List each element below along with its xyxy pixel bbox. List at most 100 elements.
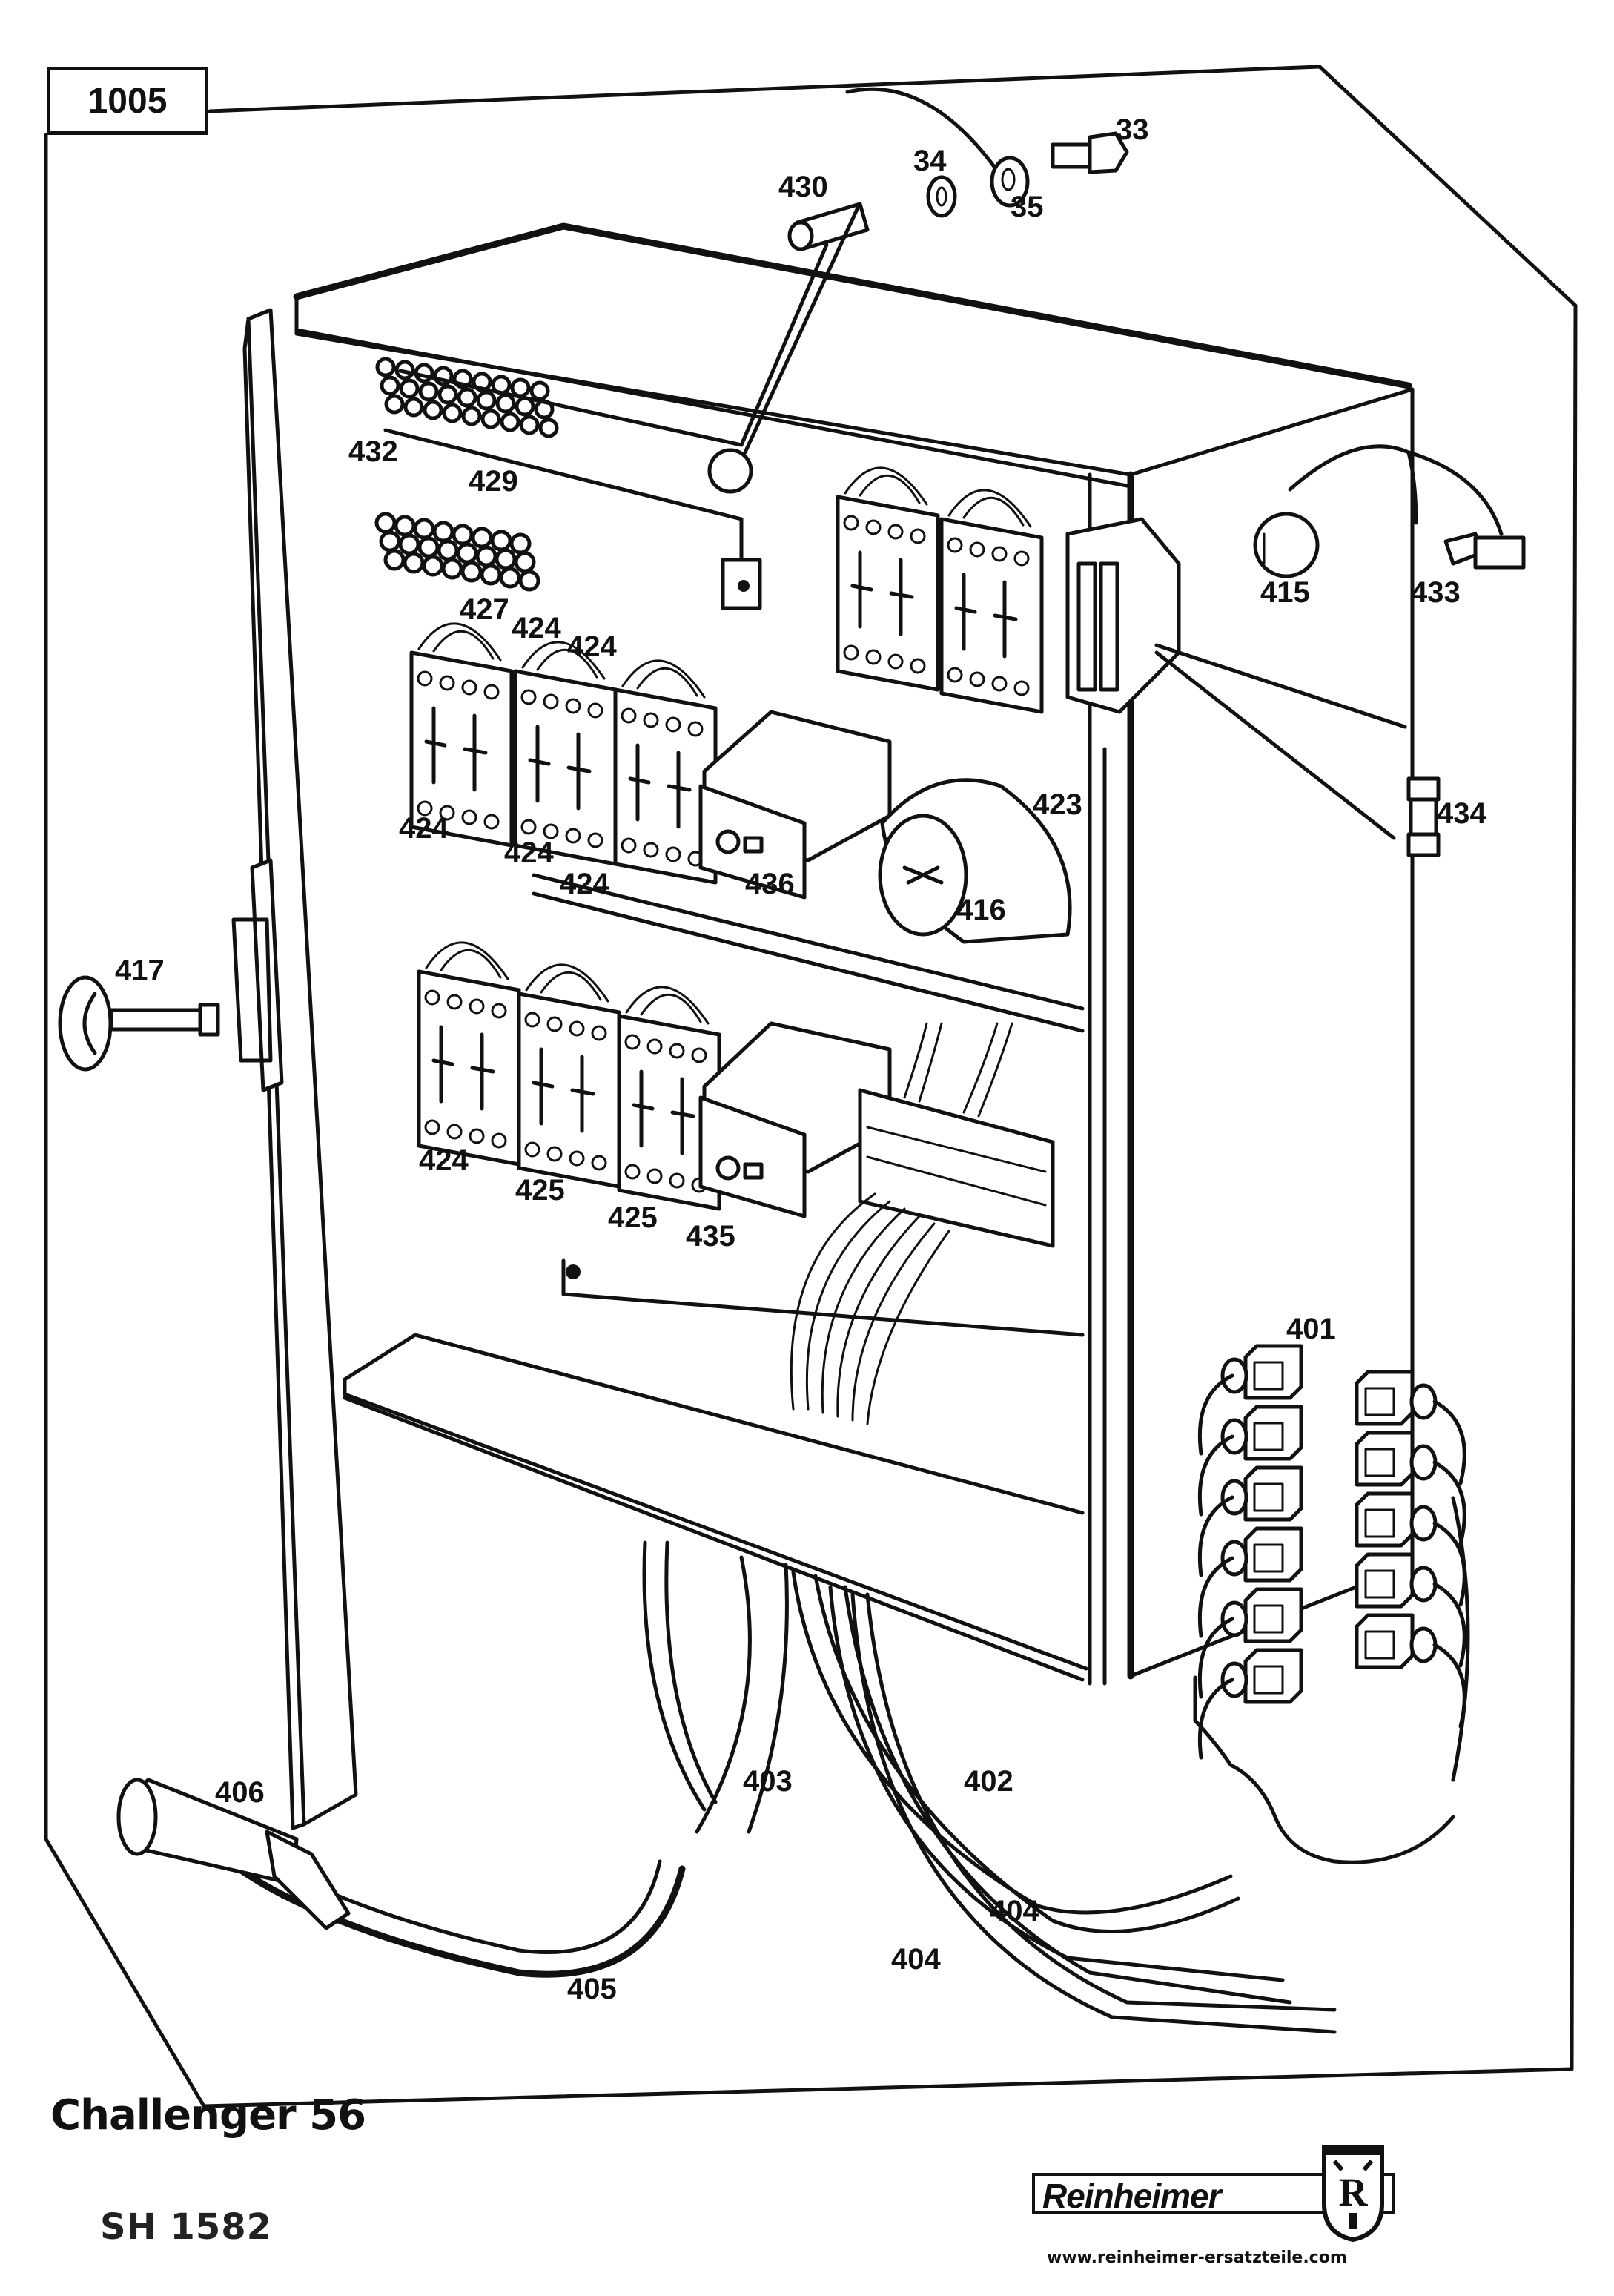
lock-washer-34 (926, 175, 957, 218)
callout-overload-relay: 435 (686, 1220, 735, 1253)
overload-relay-lower (698, 1021, 892, 1218)
contactor (513, 641, 618, 866)
terminal-screw-icon (499, 567, 521, 589)
callout-switch-module: 427 (460, 593, 509, 626)
contactor (613, 659, 718, 885)
terminal-screw-icon (519, 415, 540, 435)
terminal-screw-icon (471, 527, 493, 549)
callout-supply-cable: 405 (567, 1973, 617, 2005)
terminal-screw-icon (514, 551, 536, 573)
contactor (836, 466, 940, 692)
brand-logo: Reinheimer R (1032, 2145, 1410, 2243)
terminal-screw-icon (432, 521, 454, 543)
valve-plug-icon (1220, 1344, 1303, 1400)
sheet-number: 1005 (87, 81, 168, 121)
callout-contactor: 424 (399, 812, 449, 845)
callout-contactor: 424 (512, 612, 561, 644)
website-url: www.reinheimer-ersatzteile.com (1047, 2249, 1347, 2267)
callout-fuse-holder: 429 (469, 465, 518, 498)
sheet-number-box: 1005 (47, 67, 208, 135)
terminal-screw-icon (398, 533, 420, 555)
terminal-screw-icon (423, 400, 443, 420)
shield-icon: R (1322, 2145, 1384, 2243)
screw-33 (1051, 131, 1129, 174)
terminal-screw-icon (480, 409, 501, 429)
plug-cable (1197, 1556, 1234, 1638)
cable-bundle (215, 1540, 1337, 2034)
callout-screw: 33 (1116, 113, 1149, 146)
plug-cable (1197, 1678, 1234, 1760)
valve-plug-icon (1355, 1491, 1438, 1548)
ground-lead-35 (845, 87, 1030, 208)
cabinet-door (231, 308, 358, 1830)
terminal-screw-icon (413, 518, 435, 540)
terminal-screw-icon (437, 539, 459, 561)
callout-cabinet-key: 417 (115, 954, 165, 987)
callout-cable: 403 (743, 1765, 793, 1798)
terminal-screw-icon (518, 570, 540, 592)
terminal-screw-icon (383, 549, 406, 571)
contactor (417, 941, 521, 1167)
terminal-screw-icon (422, 555, 444, 577)
terminal-block-cluster (374, 357, 762, 610)
contactor (517, 963, 621, 1189)
valve-plug-group (1197, 1344, 1466, 1760)
contactor-rows (409, 466, 1044, 1211)
emblem-letter: R (1339, 2170, 1369, 2214)
terminal-screw-icon (399, 378, 420, 399)
bulb-433 (1443, 532, 1526, 570)
valve-plug-icon (1220, 1526, 1303, 1583)
fuse-434 (1406, 776, 1441, 857)
plug-cable (1432, 1582, 1466, 1668)
valve-plug-icon (1355, 1552, 1438, 1609)
callout-cable: 404 (891, 1943, 941, 1976)
terminal-screw-icon (394, 515, 416, 537)
fuse-430 (787, 202, 870, 251)
valve-plug-icon (1220, 1648, 1303, 1704)
contactor (409, 622, 514, 848)
terminal-screw-icon (418, 381, 439, 402)
terminal-screw-icon (374, 512, 397, 534)
terminal-screw-icon (460, 561, 483, 583)
callout-contactor: 424 (504, 837, 554, 869)
callout-main-switch: 423 (1033, 788, 1082, 821)
cabinet-key (58, 975, 220, 1072)
overload-relay-upper (698, 710, 892, 900)
callout-fuse: 430 (778, 171, 828, 203)
terminal-screw-icon (403, 552, 425, 574)
callout-valve-plug: 401 (1286, 1313, 1336, 1345)
callout-contactor: 425 (515, 1174, 565, 1207)
terminal-screw-icon (495, 548, 517, 570)
callout-terminal-block: 432 (348, 435, 398, 468)
valve-plug-icon (1355, 1613, 1438, 1669)
plug-cable (1432, 1399, 1466, 1485)
contactor (939, 489, 1044, 714)
terminal-screw-icon (500, 412, 520, 432)
fuse-module (1065, 517, 1181, 714)
terminal-screw-icon (495, 393, 516, 414)
plug-cable (1197, 1617, 1234, 1699)
terminal-screw-icon (510, 377, 531, 398)
callout-cable: 404 (990, 1895, 1039, 1927)
terminal-screw-icon (375, 357, 396, 377)
terminal-screw-icon (417, 536, 440, 558)
callout-switch-knob: 416 (956, 894, 1006, 926)
terminal-screw-icon (509, 532, 532, 555)
terminal-screw-icon (490, 530, 512, 552)
terminal-screw-icon (476, 390, 497, 411)
callout-lock-washer: 34 (913, 145, 947, 177)
terminal-screw-icon (529, 380, 550, 401)
valve-plug-icon (1355, 1370, 1438, 1426)
plug-cable (1197, 1495, 1234, 1577)
callout-overload-relay: 436 (745, 868, 795, 900)
callout-contactor: 424 (560, 868, 609, 900)
plug-cable (1197, 1434, 1234, 1517)
callout-cee-plug: 406 (215, 1776, 265, 1809)
terminal-screw-icon (379, 530, 401, 552)
valve-plug-icon (1220, 1587, 1303, 1643)
main-switch (878, 778, 1072, 944)
plug-cable (1432, 1460, 1466, 1546)
terminal-screw-icon (475, 545, 497, 567)
valve-plug-icon (1220, 1465, 1303, 1522)
